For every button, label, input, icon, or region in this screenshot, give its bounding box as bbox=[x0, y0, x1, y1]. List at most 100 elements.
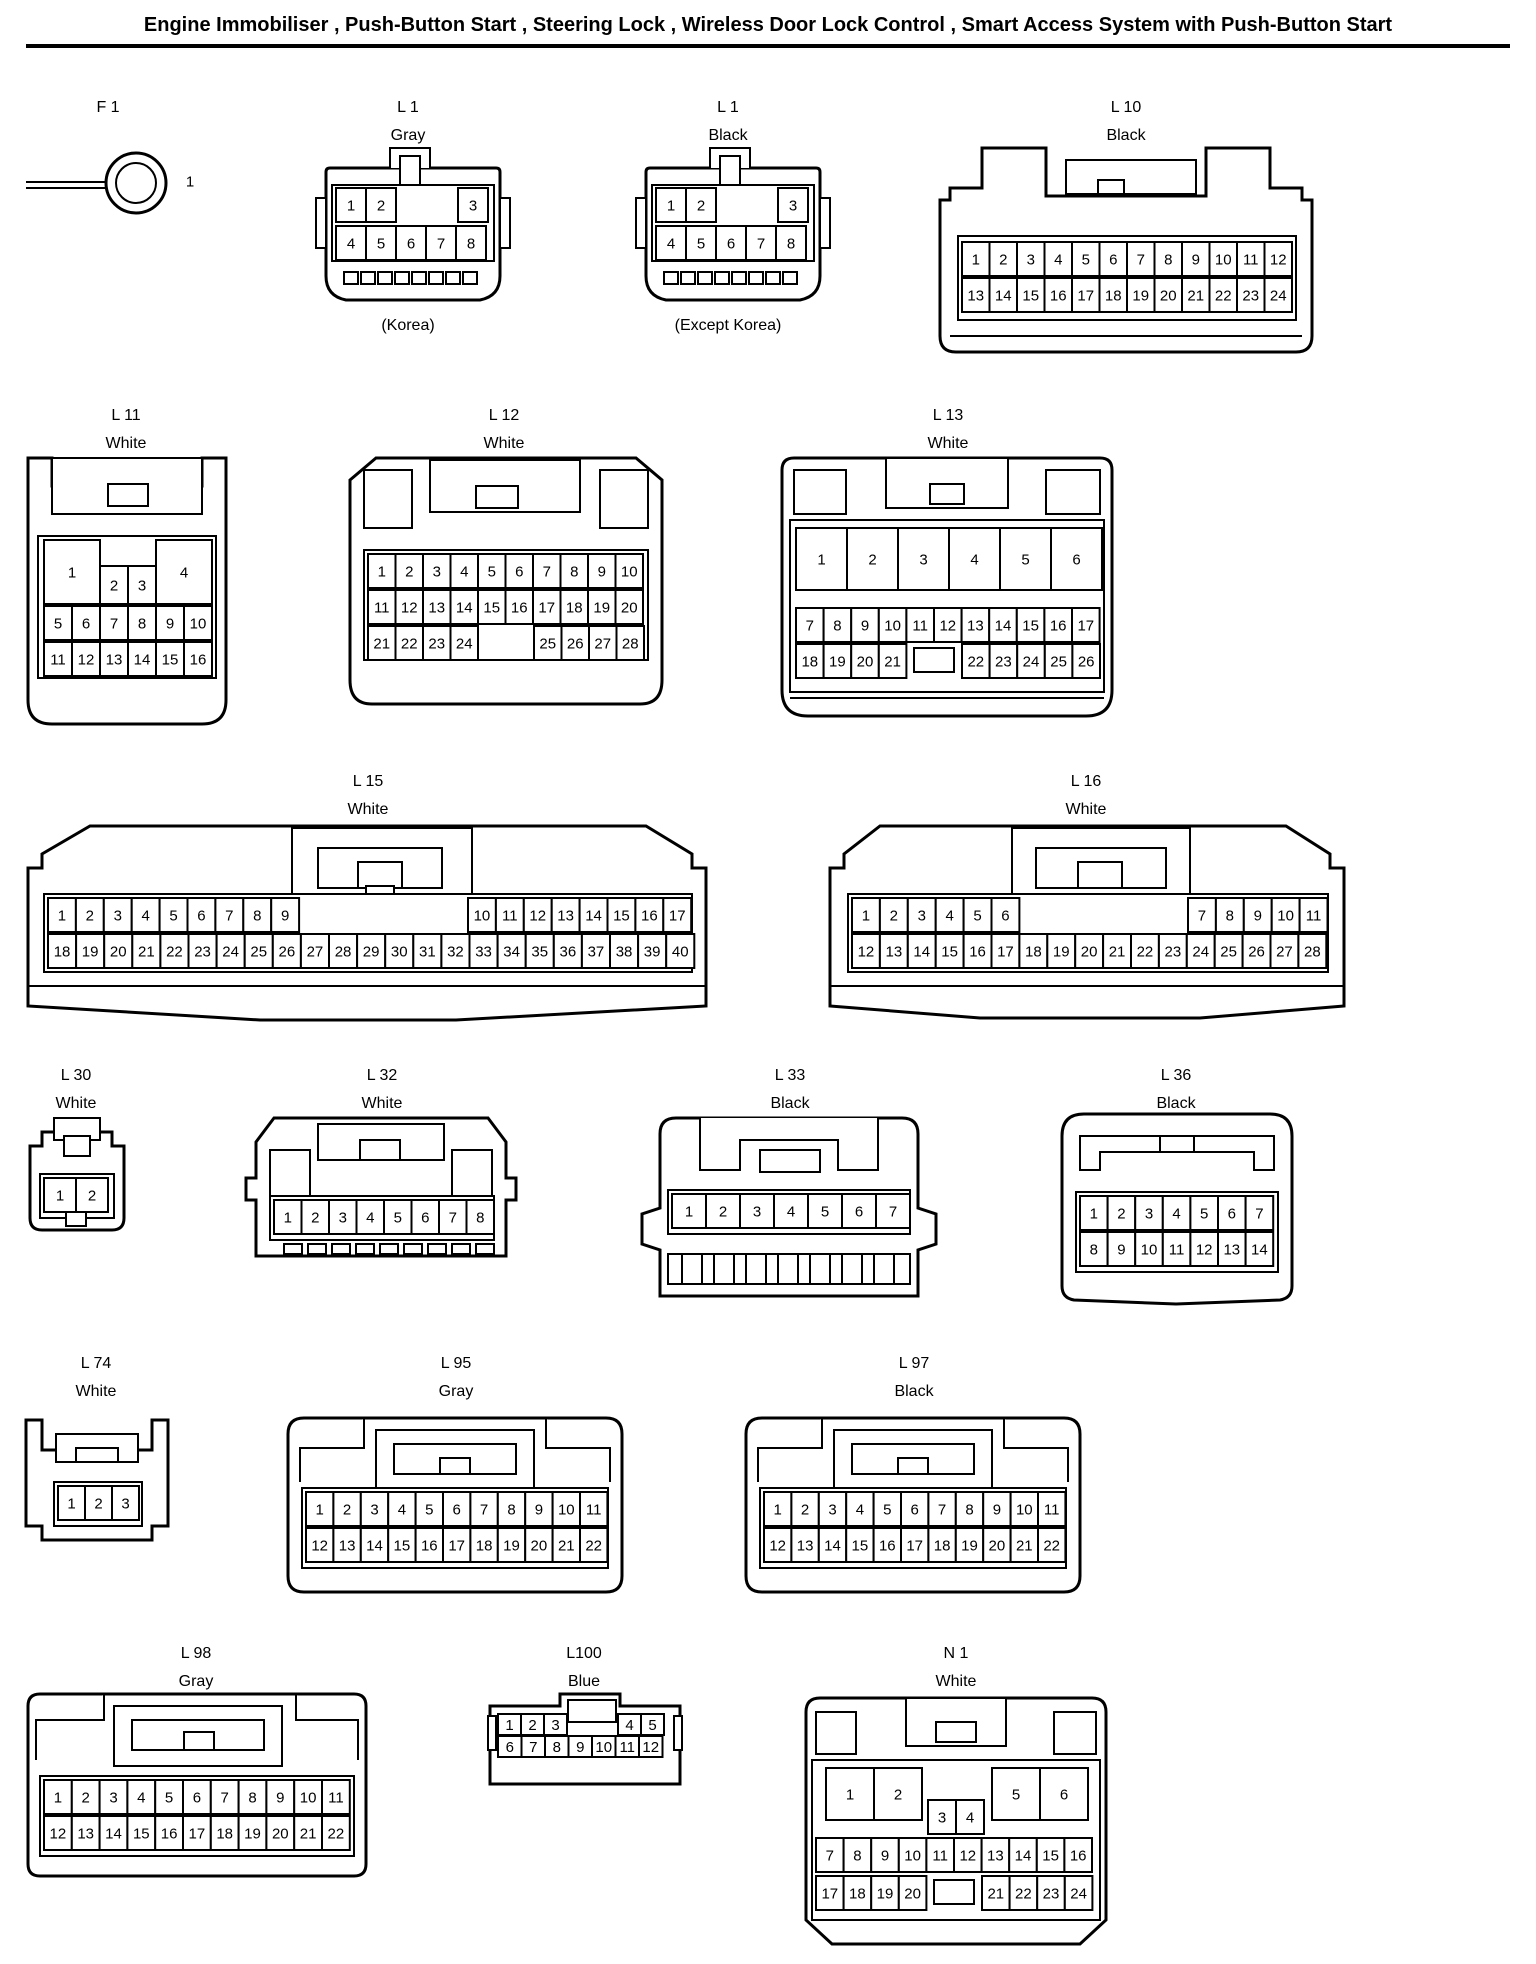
pin-cell bbox=[155, 605, 185, 641]
pin-number: 7 bbox=[221, 1790, 229, 1807]
outline bbox=[697, 271, 713, 285]
pin-cell bbox=[817, 1491, 848, 1527]
pin-number: 10 bbox=[1141, 1242, 1158, 1259]
pin-cell bbox=[991, 1767, 1041, 1821]
pin-number: 3 bbox=[918, 908, 926, 925]
pin-number: 20 bbox=[272, 1826, 289, 1843]
pin-number: 22 bbox=[585, 1538, 602, 1555]
pin-cell bbox=[455, 225, 487, 261]
pin-number: 13 bbox=[886, 944, 903, 961]
outline bbox=[451, 1243, 471, 1255]
pin-number: 12 bbox=[1196, 1242, 1213, 1259]
pin-number: 18 bbox=[849, 1886, 866, 1903]
pin-number: 12 bbox=[78, 652, 95, 669]
pin-number: 16 bbox=[190, 652, 207, 669]
pin-number: 23 bbox=[1242, 288, 1259, 305]
pin-number: 9 bbox=[276, 1790, 284, 1807]
pin-cell bbox=[365, 225, 397, 261]
pin-cell bbox=[962, 897, 993, 933]
pin-number: 14 bbox=[366, 1538, 383, 1555]
pin-number: 11 bbox=[1243, 252, 1259, 269]
pin-number: 22 bbox=[328, 1826, 345, 1843]
pin-cell bbox=[745, 225, 777, 261]
pin-cell bbox=[614, 553, 644, 589]
outline bbox=[269, 1149, 311, 1201]
pin-number: 1 bbox=[67, 1496, 75, 1513]
ring-hole bbox=[115, 162, 157, 204]
pin-cell bbox=[496, 1527, 527, 1563]
pin-cell bbox=[465, 1199, 495, 1235]
pin-cell bbox=[532, 553, 562, 589]
pin-number: 7 bbox=[938, 1502, 946, 1519]
outline bbox=[307, 1243, 327, 1255]
pin-number: 10 bbox=[884, 618, 901, 635]
pin-cell bbox=[1043, 241, 1073, 277]
outline bbox=[499, 197, 511, 249]
outline bbox=[445, 271, 461, 285]
pin-number: 19 bbox=[82, 944, 99, 961]
pin-number: 2 bbox=[890, 908, 898, 925]
pin-cell bbox=[524, 933, 555, 969]
pin-cell bbox=[1043, 643, 1074, 679]
connector-code: L 95 bbox=[441, 1355, 472, 1372]
pin-cell bbox=[1008, 1837, 1038, 1873]
pin-number: 15 bbox=[162, 652, 179, 669]
pin-number: 12 bbox=[401, 600, 418, 617]
pin-cell bbox=[1018, 933, 1049, 969]
pin-number: 7 bbox=[1137, 252, 1145, 269]
pin-number: 2 bbox=[894, 1787, 902, 1804]
pin-number: 3 bbox=[138, 578, 146, 595]
pin-number: 20 bbox=[904, 1886, 921, 1903]
pin-number: 14 bbox=[913, 944, 930, 961]
pin-number: 6 bbox=[407, 236, 415, 253]
pin-number: 8 bbox=[833, 618, 841, 635]
pin-cell bbox=[47, 933, 78, 969]
pin-number: 10 bbox=[595, 1739, 612, 1756]
pin-number: 13 bbox=[77, 1826, 94, 1843]
pin-number: 1 bbox=[347, 198, 355, 215]
outline bbox=[283, 1243, 303, 1255]
outline bbox=[1045, 469, 1101, 515]
connector-code: L 11 bbox=[111, 407, 140, 424]
outline bbox=[315, 197, 327, 249]
outline bbox=[841, 1253, 863, 1285]
pin-number: 28 bbox=[335, 944, 352, 961]
pin-cell bbox=[103, 933, 134, 969]
outline bbox=[403, 1243, 423, 1255]
pin-cell bbox=[496, 1491, 527, 1527]
pin-number: 21 bbox=[373, 636, 390, 653]
pin-number: 13 bbox=[967, 288, 984, 305]
pin-cell bbox=[579, 1527, 609, 1563]
pin-number: 14 bbox=[585, 908, 602, 925]
pin-number: 6 bbox=[855, 1204, 863, 1221]
pin-number: 4 bbox=[966, 1810, 974, 1827]
pin-number: 6 bbox=[82, 616, 90, 633]
pin-number: 17 bbox=[997, 944, 1014, 961]
connector-color: White bbox=[106, 435, 147, 452]
pin-cell bbox=[187, 933, 218, 969]
pin-number: 23 bbox=[428, 636, 445, 653]
pin-cell bbox=[43, 1779, 73, 1815]
pin-cell bbox=[927, 1527, 957, 1563]
pin-number: 27 bbox=[307, 944, 324, 961]
pin-cell bbox=[900, 1491, 930, 1527]
pin-number: 37 bbox=[588, 944, 605, 961]
pin-number: 19 bbox=[593, 600, 610, 617]
pin-number: 9 bbox=[881, 1848, 889, 1865]
pin-number: 38 bbox=[616, 944, 633, 961]
pin-cell bbox=[875, 1193, 911, 1229]
pin-cell bbox=[71, 605, 101, 641]
pin-number: 6 bbox=[453, 1502, 461, 1519]
pin-number: 16 bbox=[421, 1538, 438, 1555]
pin-number: 17 bbox=[821, 1886, 838, 1903]
pin-number: 5 bbox=[394, 1210, 402, 1227]
pin-number: 23 bbox=[1043, 1886, 1060, 1903]
pin-number: 12 bbox=[769, 1538, 786, 1555]
pin-number: 2 bbox=[88, 1188, 96, 1205]
outline bbox=[462, 271, 478, 285]
pin-number: 19 bbox=[1053, 944, 1070, 961]
pin-number: 11 bbox=[619, 1739, 635, 1756]
pin-number: 20 bbox=[531, 1538, 548, 1555]
